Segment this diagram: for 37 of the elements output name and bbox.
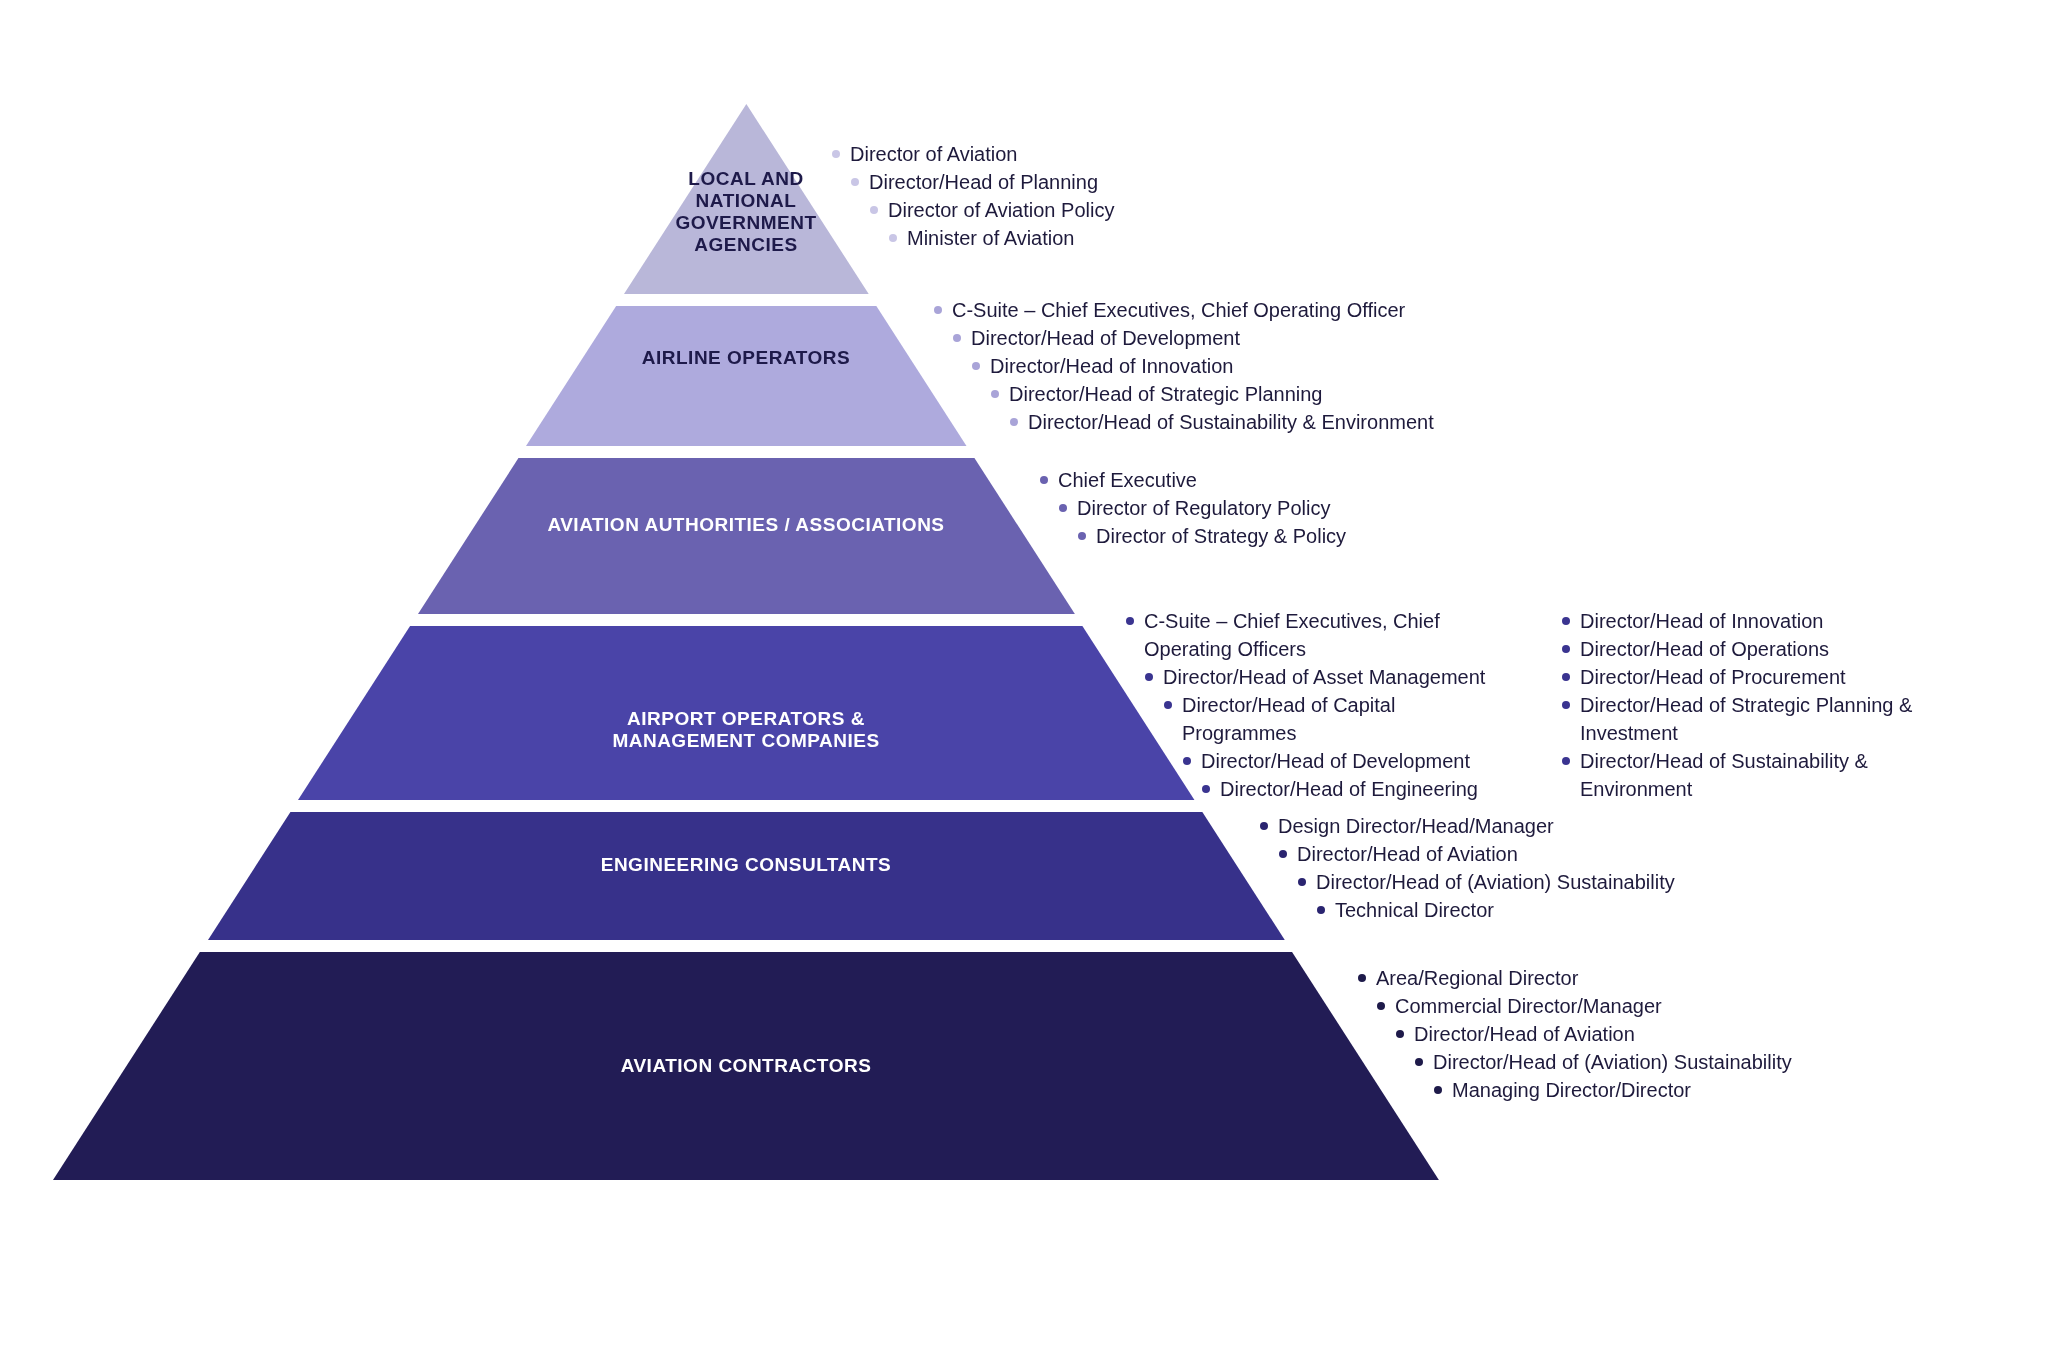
list-item: Director/Head of Capital Programmes <box>1162 691 1512 747</box>
list-item: Chief Executive <box>1038 466 1347 494</box>
list-item: Director/Head of Sustainability & Environment <box>1008 408 1434 436</box>
list-item: Director/Head of Aviation <box>1394 1020 1792 1048</box>
list-item: Commercial Director/Manager <box>1375 992 1792 1020</box>
list-item: Director of Strategy & Policy <box>1076 522 1347 550</box>
list-item: Director/Head of Operations <box>1560 635 1920 663</box>
list-item: Area/Regional Director <box>1356 964 1792 992</box>
layer-title: AIRPORT OPERATORS & MANAGEMENT COMPANIES <box>611 708 881 753</box>
list-item: Director/Head of Procurement <box>1560 663 1920 691</box>
list-item: Director/Head of (Aviation) Sustainability <box>1296 868 1675 896</box>
list-item: Director/Head of Innovation <box>970 352 1434 380</box>
list-item: Director/Head of (Aviation) Sustainability <box>1413 1048 1792 1076</box>
list-item: Director/Head of Aviation <box>1277 840 1675 868</box>
list-item: Design Director/Head/Manager <box>1258 812 1675 840</box>
list-item: Director of Regulatory Policy <box>1057 494 1347 522</box>
layer-title: AVIATION CONTRACTORS <box>619 1055 873 1078</box>
list-item: Director/Head of Asset Management <box>1143 663 1493 691</box>
list-item: Director/Head of Planning <box>849 168 1115 196</box>
list-item: Director/Head of Development <box>1181 747 1512 775</box>
list-item: Director of Aviation Policy <box>868 196 1115 224</box>
list-item: C-Suite – Chief Executives, Chief Operating Officers <box>1124 607 1474 663</box>
list-item: Director/Head of Strategic Planning <box>989 380 1434 408</box>
list-item: Director of Aviation <box>830 140 1115 168</box>
layer-title: ENGINEERING CONSULTANTS <box>599 854 893 876</box>
list-item: Director/Head of Sustainability & Environment <box>1560 747 1920 803</box>
list-item: Managing Director/Director <box>1432 1076 1792 1104</box>
list-item: Director/Head of Engineering <box>1200 775 1512 803</box>
list-item: Director/Head of Development <box>951 324 1434 352</box>
list-item: Director/Head of Innovation <box>1560 607 1920 635</box>
list-item: Minister of Aviation <box>887 224 1115 252</box>
list-item: Director/Head of Strategic Planning & Investment <box>1560 691 1920 747</box>
layer-title: AIRLINE OPERATORS <box>640 347 852 369</box>
layer-title: LOCAL AND NATIONAL GOVERNMENT AGENCIES <box>674 167 818 256</box>
list-item: C-Suite – Chief Executives, Chief Operating Officer <box>932 296 1434 324</box>
layer-title: AVIATION AUTHORITIES / ASSOCIATIONS <box>546 514 946 536</box>
list-item: Technical Director <box>1315 896 1675 924</box>
